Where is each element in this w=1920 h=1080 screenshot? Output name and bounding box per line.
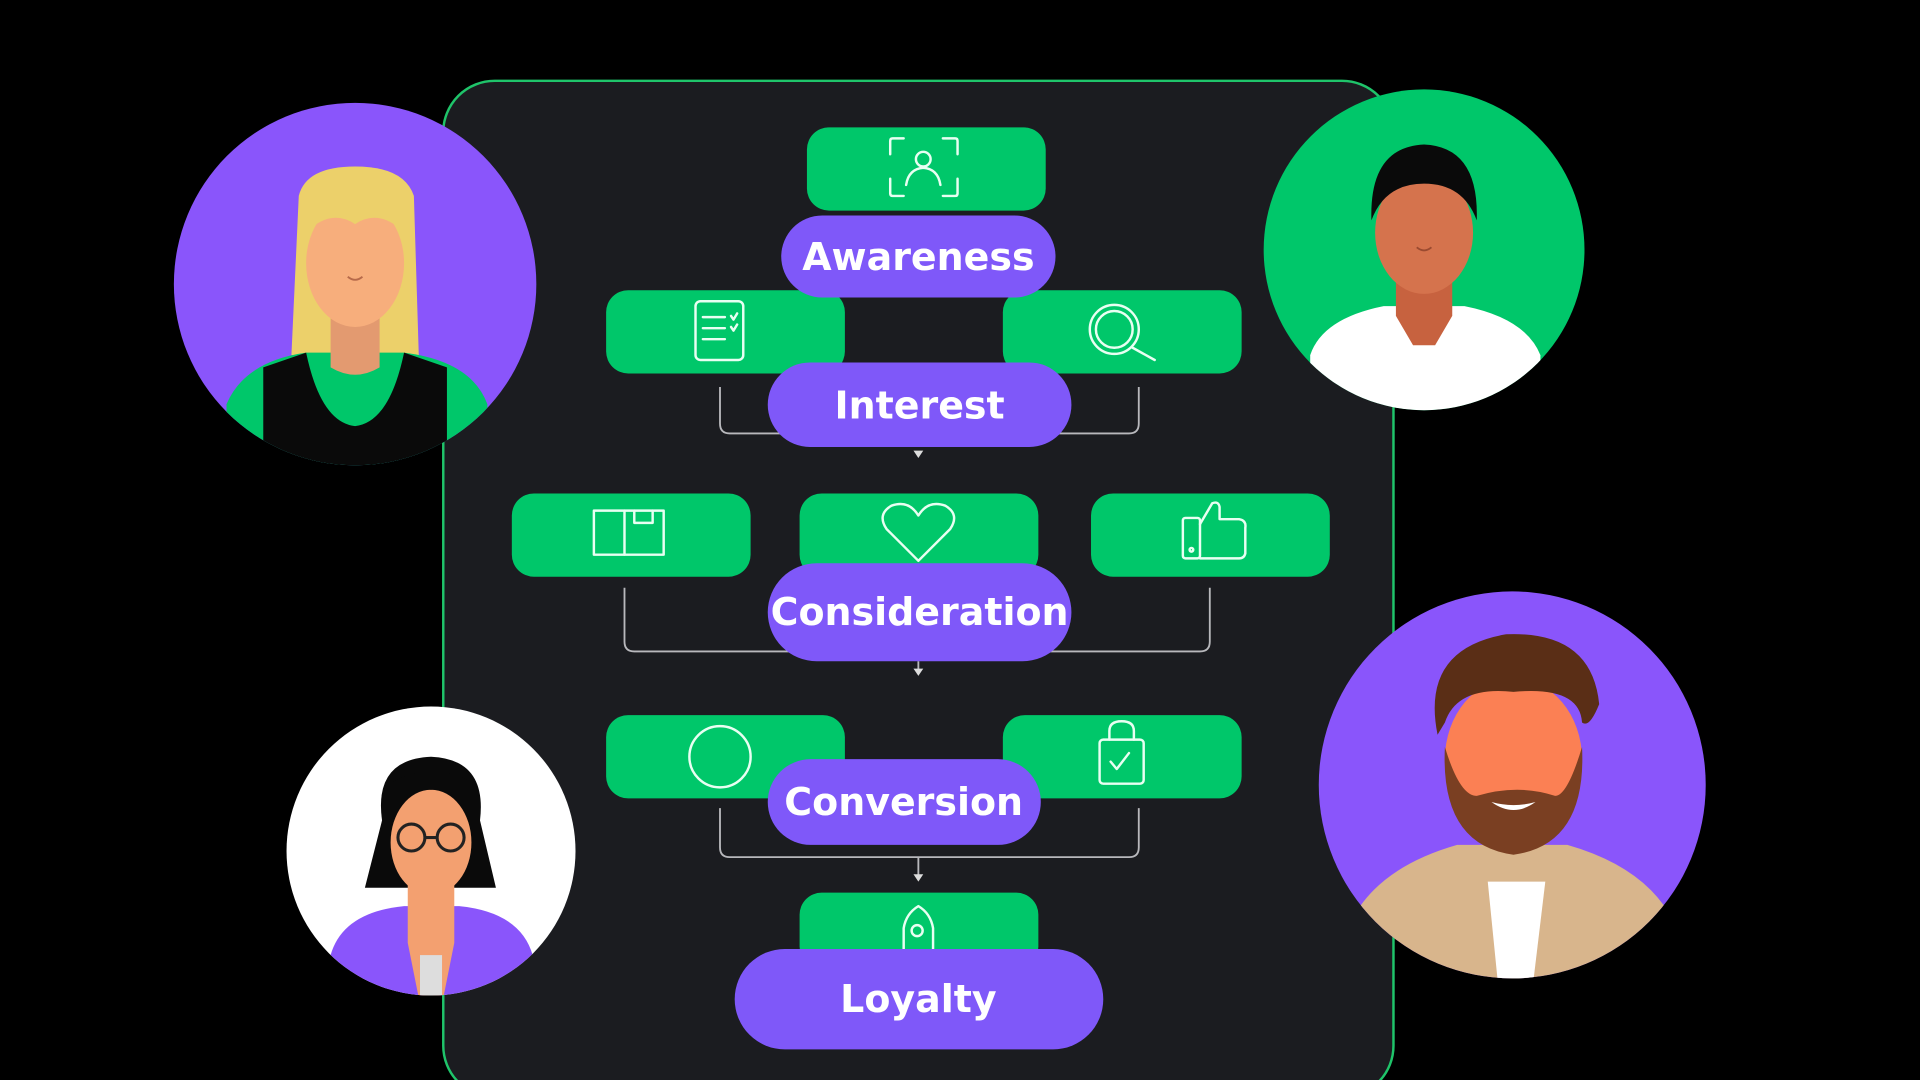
conversion-connector (719, 808, 1140, 859)
arrow-icon (913, 668, 924, 676)
heart-icon (881, 502, 956, 563)
avatar-woman-glasses (286, 706, 576, 996)
avatar-man-white-shirt (1263, 89, 1585, 411)
consideration-thumb-box (1091, 493, 1330, 577)
stage-label-consideration: Consideration (771, 590, 1069, 634)
circle-icon (688, 724, 752, 789)
interest-search-box (1002, 290, 1242, 374)
shopping-bag-check-icon (1098, 720, 1145, 785)
checklist-icon (694, 300, 745, 362)
consideration-heart-box (799, 493, 1039, 577)
stage-awareness (781, 215, 1056, 298)
stage-label-conversion: Conversion (784, 780, 1023, 824)
stage-label-interest: Interest (835, 383, 1005, 427)
stage-label-awareness: Awareness (802, 235, 1034, 279)
box-icon (592, 509, 665, 556)
stage-label-loyalty: Loyalty (840, 977, 997, 1021)
magnifier-icon (1088, 303, 1156, 362)
arrow-icon (913, 450, 924, 458)
rocket-icon (902, 904, 935, 951)
interest-checklist-box (606, 290, 845, 374)
arrow-icon (913, 874, 924, 882)
stage-conversion (767, 759, 1041, 845)
stage-interest (767, 362, 1072, 447)
consideration-box-box (511, 493, 751, 577)
stage-consideration (767, 563, 1072, 662)
thumbs-up-icon (1181, 501, 1247, 560)
stage-loyalty (734, 948, 1104, 1050)
person-frame-icon (888, 137, 959, 198)
conversion-bag-box (1002, 715, 1242, 799)
avatar-blonde-woman (173, 102, 537, 466)
